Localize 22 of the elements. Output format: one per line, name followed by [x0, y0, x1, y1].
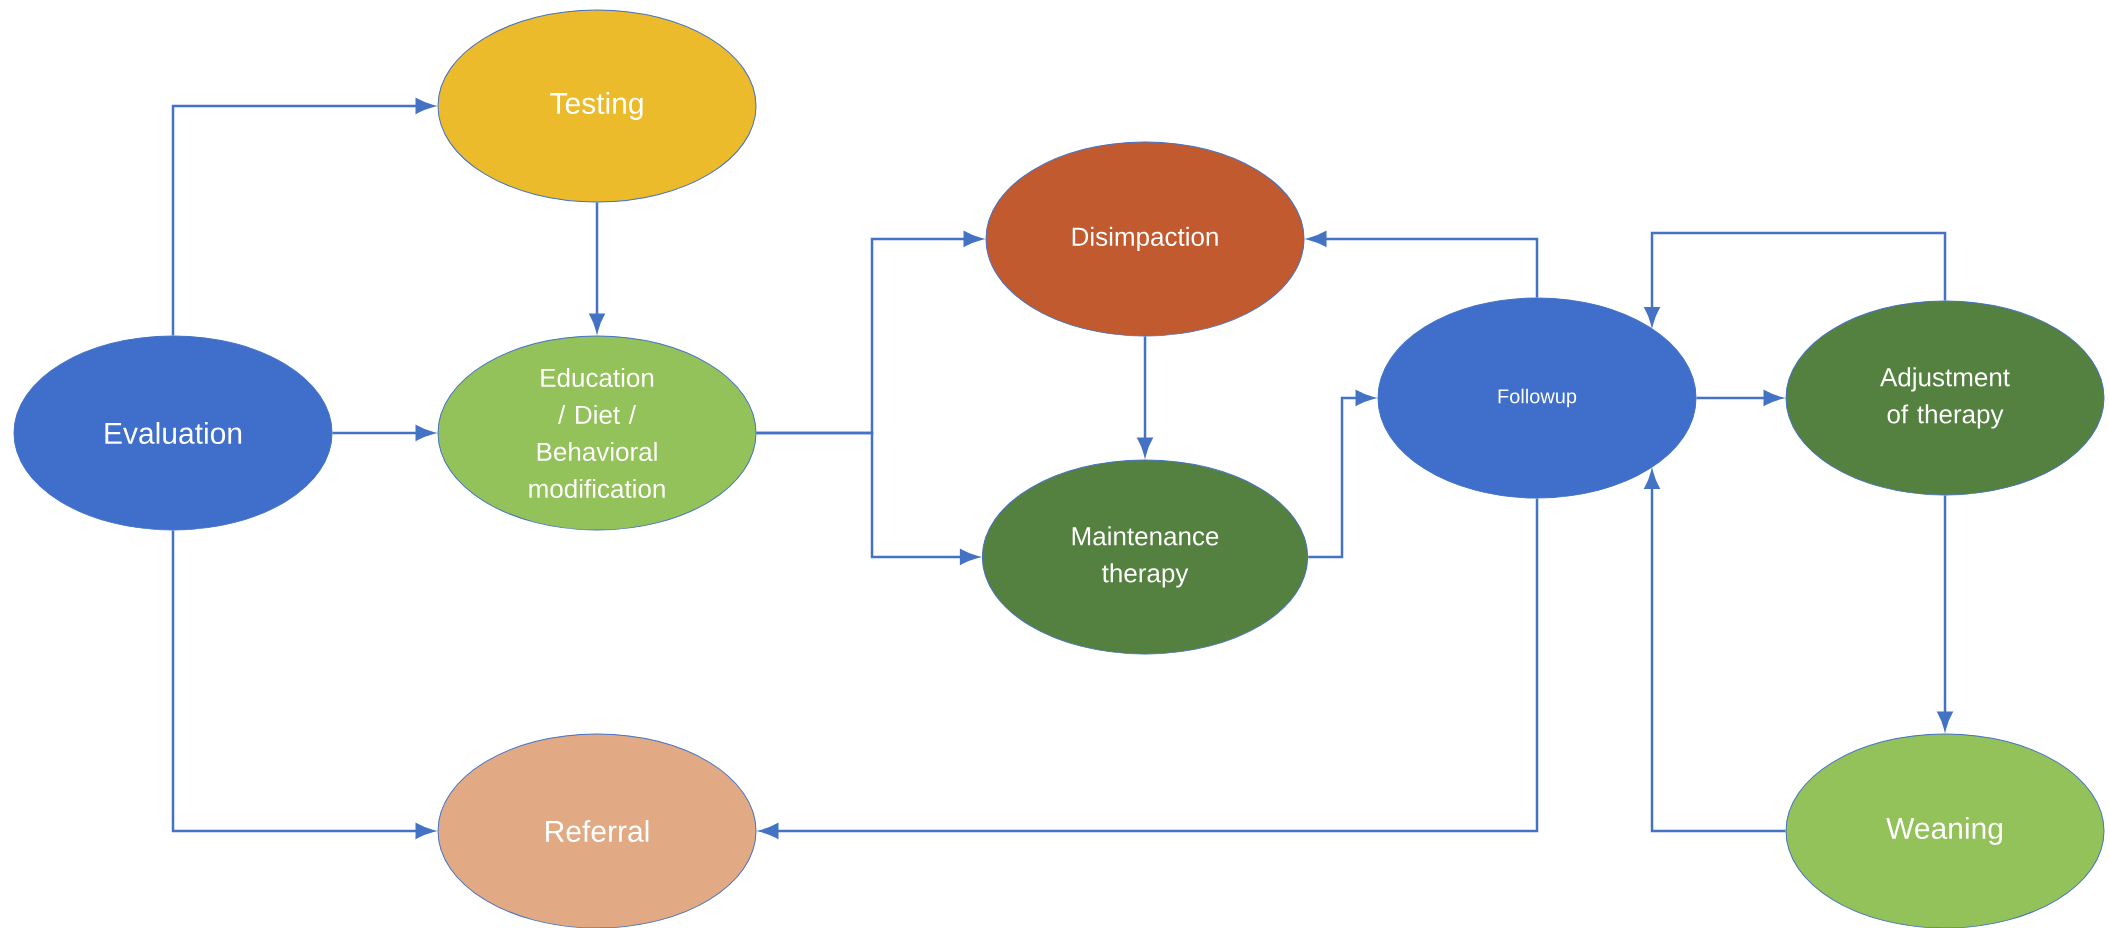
process-oval: Followup [1377, 297, 1697, 499]
arrow [760, 498, 1539, 839]
process-oval: Referral [437, 733, 757, 928]
process-oval: Disimpaction [985, 141, 1305, 337]
arrow [332, 425, 434, 441]
process-oval: Maintenance therapy [981, 459, 1309, 655]
arrow [1696, 390, 1782, 406]
arrow [1937, 495, 1953, 730]
process-oval: Weaning [1785, 733, 2105, 928]
arrow [171, 530, 434, 839]
arrow [171, 98, 434, 336]
arrow [756, 431, 979, 565]
arrow [1137, 336, 1153, 456]
arrow [1308, 390, 1374, 559]
arrow [589, 202, 605, 332]
arrow [1644, 231, 1947, 326]
arrow [1308, 231, 1539, 298]
process-oval: Testing [437, 9, 757, 203]
arrow [1644, 470, 1786, 833]
process-oval: Adjustment of therapy [1785, 300, 2105, 496]
process-oval: Evaluation [13, 335, 333, 531]
process-oval: Education / Diet / Behavioral modification [437, 335, 757, 531]
